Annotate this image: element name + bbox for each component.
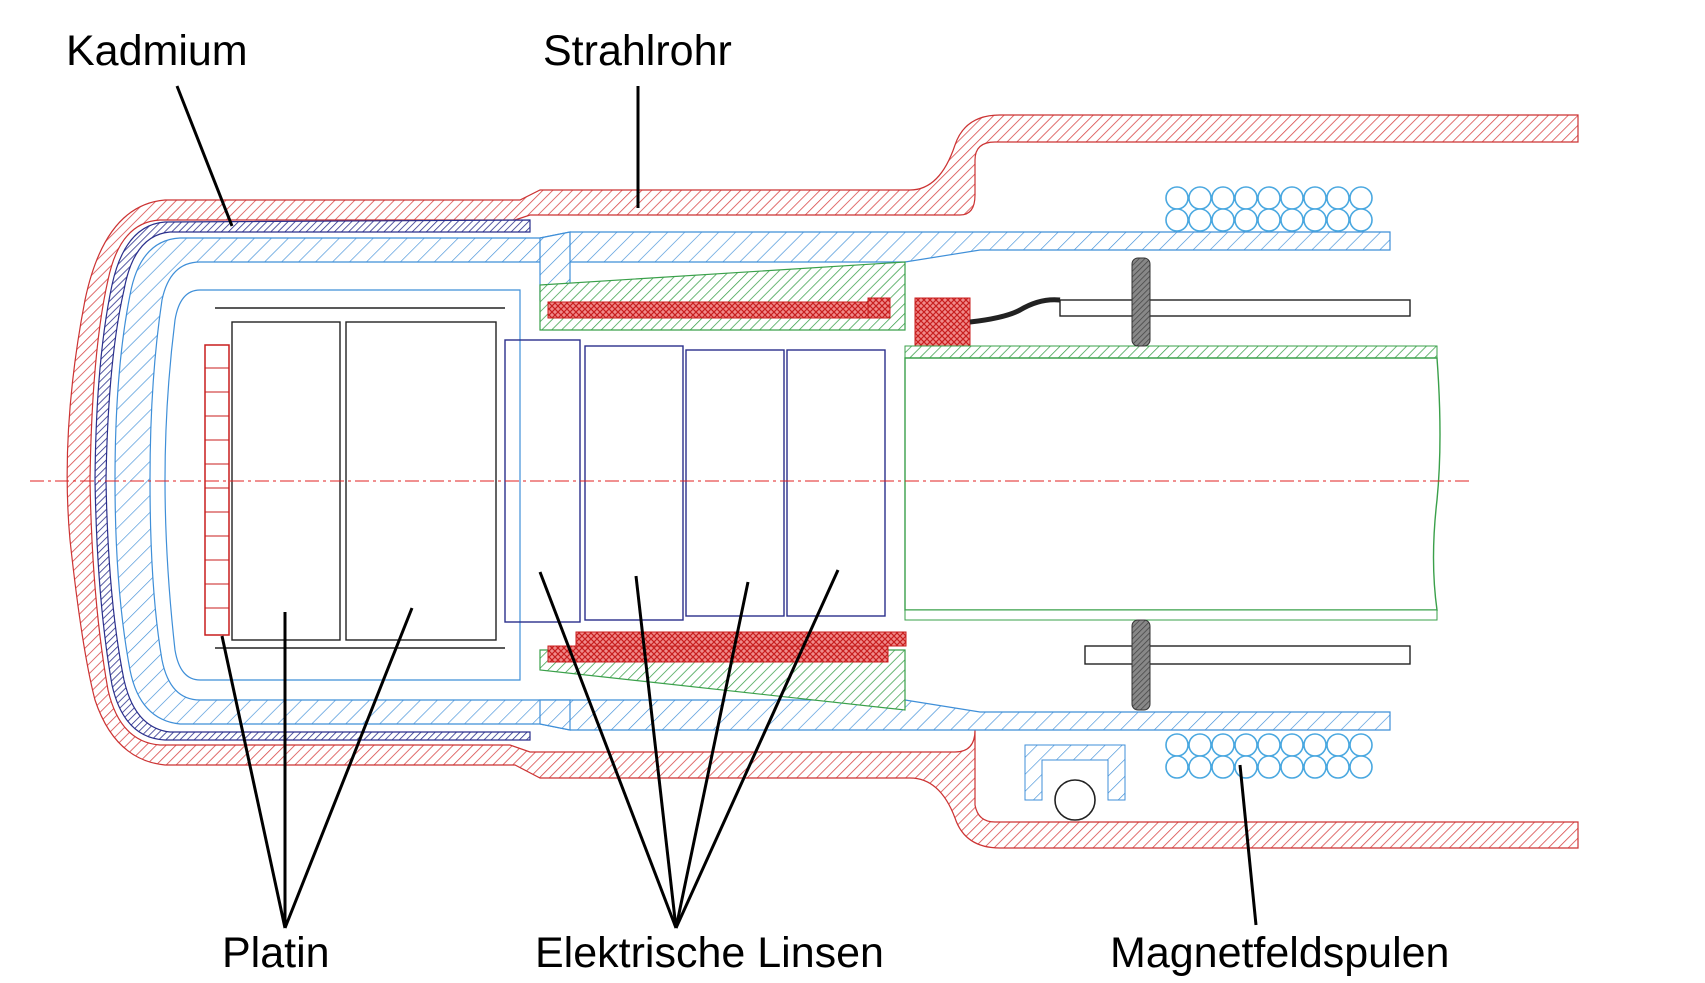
platin-cylinders xyxy=(215,307,505,649)
leader-lines xyxy=(175,85,1258,929)
label-elektrische-linsen: Elektrische Linsen xyxy=(535,929,884,977)
green-cone-top xyxy=(539,261,906,331)
strahlrohr-housing xyxy=(66,114,1579,849)
magnetfeldspulen-coils xyxy=(1165,186,1373,779)
cable xyxy=(969,297,1061,325)
rod-clamps xyxy=(1131,257,1151,711)
red-insulators xyxy=(204,297,971,663)
inner-chamber xyxy=(164,289,521,681)
beam-tube-green xyxy=(904,345,1441,621)
label-kadmium: Kadmium xyxy=(66,27,248,75)
label-magnetfeldspulen: Magnetfeldspulen xyxy=(1110,929,1450,977)
kadmium-layer xyxy=(94,219,531,741)
platin-grid-ticks xyxy=(205,367,229,609)
label-platin: Platin xyxy=(222,929,330,977)
label-strahlrohr: Strahlrohr xyxy=(543,27,732,75)
roller-bracket xyxy=(1024,744,1126,821)
